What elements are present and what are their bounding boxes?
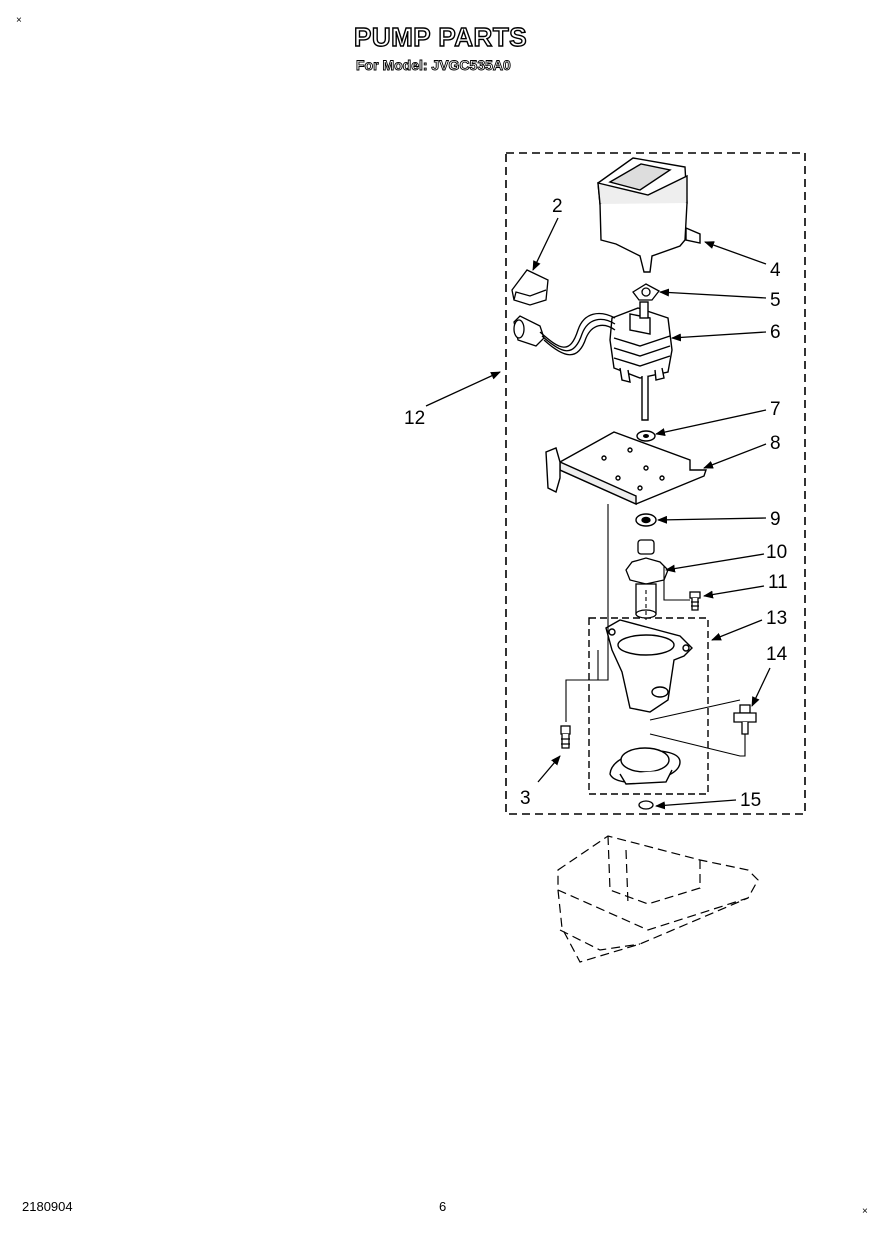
corner-mark-bottom-right: × [862, 1206, 868, 1217]
screw-part-3 [560, 725, 571, 749]
seal-part [635, 513, 657, 527]
model-subtitle: For Model: JVGC535A0 [356, 57, 512, 74]
leader-lines [565, 504, 746, 757]
clip-part [638, 800, 654, 810]
screw-part-11 [689, 591, 701, 611]
callout-8: 8 [770, 433, 781, 454]
callout-7: 7 [770, 399, 781, 420]
pump-housing-part [605, 619, 693, 785]
callout-13: 13 [766, 608, 787, 629]
callout-labels: 2 3 4 5 6 7 8 9 10 11 12 13 14 15 [404, 196, 788, 811]
motor-cover-part [597, 157, 701, 273]
connector-part [733, 704, 757, 735]
callout-15: 15 [740, 790, 761, 811]
callout-5: 5 [770, 290, 781, 311]
corner-mark-top-left: × [16, 15, 22, 26]
pump-assembly-outline [505, 152, 806, 815]
document-number: 2180904 [22, 1199, 73, 1214]
callout-4: 4 [770, 260, 781, 281]
cabinet-base-phantom [557, 835, 759, 963]
washer-hole [643, 434, 649, 438]
mounting-bracket-part [545, 431, 707, 506]
page-number: 6 [439, 1199, 447, 1214]
callout-2: 2 [552, 196, 563, 217]
wire-harness-part [511, 269, 616, 356]
callout-11: 11 [768, 572, 788, 593]
coupler-part [632, 283, 660, 301]
callout-3: 3 [520, 788, 531, 809]
callout-9: 9 [770, 509, 781, 530]
callout-6: 6 [770, 322, 781, 343]
motor-part [609, 301, 673, 421]
callout-arrows [425, 217, 771, 810]
impeller-part [625, 539, 669, 619]
callout-14: 14 [766, 644, 788, 665]
page-title: PUMP PARTS [353, 21, 528, 52]
callout-10: 10 [766, 542, 787, 563]
callout-12: 12 [404, 408, 425, 429]
